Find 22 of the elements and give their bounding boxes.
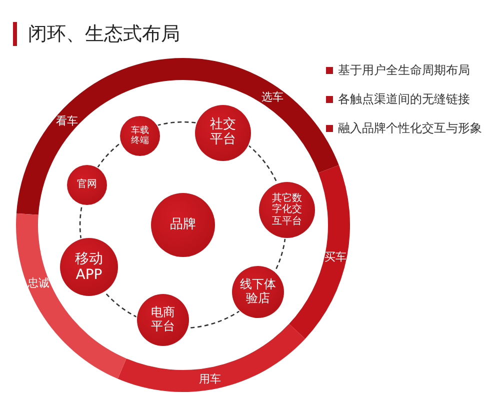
segment-label: 选车 [261,90,284,105]
bullet-text: 基于用户全生命周期布局 [338,62,470,79]
bullet-text: 融入品牌个性化交互与形象 [338,120,482,137]
dashed-connector [156,121,198,126]
channel-circle: 官网 [67,165,107,205]
channel-circle: 移动APP [60,238,118,296]
segment-label: 看车 [56,113,78,128]
title: 闭环、生态式布局 [28,22,180,46]
channel-circle: 其它数字化交互平台 [259,182,315,238]
channel-circle: 车载终端 [120,116,160,156]
dashed-connector [96,142,122,168]
bullet-text: 各触点渠道间的无缝链接 [338,91,470,108]
dashed-connector [188,310,241,329]
dashed-connector [104,291,138,318]
channel-circle: 社交平台 [195,105,251,161]
segment-label: 买车 [324,250,347,265]
channel-circle: 品牌 [151,193,215,257]
channel-circle: 电商平台 [137,294,189,346]
segment-label: 忠诚 [27,276,50,291]
segment-label: 用车 [199,371,222,386]
dashed-connector [247,144,278,184]
channel-circle: 线下体验店 [232,266,284,318]
